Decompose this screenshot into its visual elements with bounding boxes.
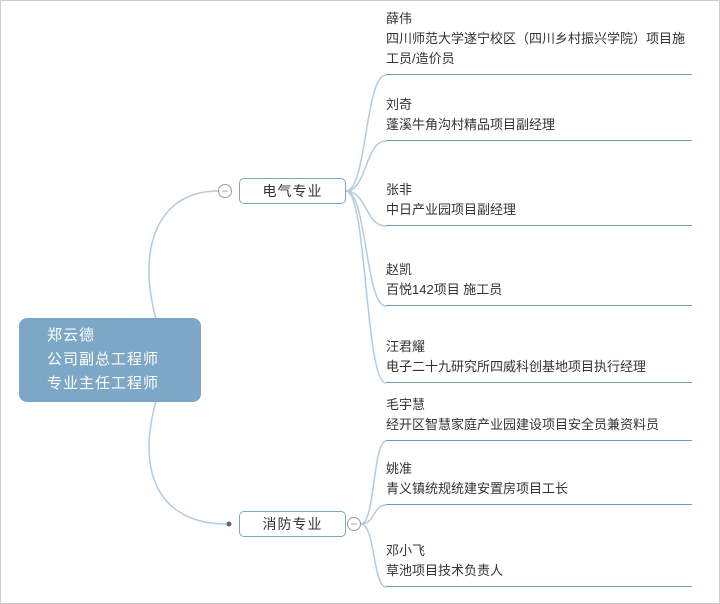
leaf-item[interactable]: 薛伟 四川师范大学遂宁校区（四川乡村振兴学院）项目施工员/造价员 [386, 9, 692, 75]
leaf-name: 赵凯 [386, 262, 413, 277]
leaf-desc: 蓬溪牛角沟村精品项目副经理 [386, 117, 556, 132]
branch-node-fire[interactable]: 消防专业 [239, 511, 346, 537]
leaf-item[interactable]: 张非 中日产业园项目副经理 [386, 180, 692, 226]
edge-electrical-leaf-4 [345, 190, 387, 307]
edge-electrical-leaf-1 [345, 74, 387, 192]
root-line: 郑云德 [47, 327, 96, 344]
root-line: 公司副总工程师 [47, 351, 160, 368]
edge-fire-leaf-2 [360, 504, 387, 525]
leaf-name: 刘奇 [386, 97, 413, 112]
leaf-desc: 百悦142项目 施工员 [386, 282, 503, 297]
leaf-name: 张非 [386, 182, 413, 197]
edge-fire-leaf-3 [360, 523, 387, 588]
leaf-item[interactable]: 姚准 青义镇统规统建安置房项目工长 [386, 459, 692, 505]
leaf-item[interactable]: 赵凯 百悦142项目 施工员 [386, 260, 692, 306]
edge-electrical-leaf-2 [345, 140, 387, 192]
edge-root-fire [148, 400, 228, 525]
leaf-item[interactable]: 邓小飞 草池项目技术负责人 [386, 541, 692, 587]
collapse-icon-electrical[interactable]: − [218, 184, 232, 198]
edge-endpoint-dot [226, 521, 232, 527]
leaf-desc: 四川师范大学遂宁校区（四川乡村振兴学院）项目施工员/造价员 [386, 31, 686, 66]
branch-node-electrical[interactable]: 电气专业 [239, 178, 346, 204]
leaf-desc: 中日产业园项目副经理 [386, 202, 517, 217]
leaf-name: 邓小飞 [386, 543, 426, 558]
leaf-item[interactable]: 汪君耀 电子二十九研究所四威科创基地项目执行经理 [386, 337, 692, 383]
leaf-desc: 经开区智慧家庭产业园建设项目安全员兼资料员 [386, 417, 660, 432]
leaf-name: 薛伟 [386, 11, 413, 26]
edge-root-electrical [148, 190, 219, 320]
edge-electrical-leaf-3 [345, 190, 387, 227]
leaf-name: 毛宇慧 [386, 397, 426, 412]
leaf-item[interactable]: 毛宇慧 经开区智慧家庭产业园建设项目安全员兼资料员 [386, 395, 692, 441]
root-node[interactable]: 郑云德 公司副总工程师 专业主任工程师 [19, 318, 201, 402]
leaf-desc: 草池项目技术负责人 [386, 563, 504, 578]
leaf-name: 汪君耀 [386, 339, 426, 354]
branch-label: 电气专业 [262, 183, 323, 199]
edge-fire-leaf-1 [360, 440, 387, 525]
leaf-desc: 电子二十九研究所四威科创基地项目执行经理 [386, 359, 647, 374]
root-line: 专业主任工程师 [47, 375, 160, 392]
edge-electrical-leaf-5 [345, 190, 387, 384]
leaf-desc: 青义镇统规统建安置房项目工长 [386, 481, 569, 496]
branch-label: 消防专业 [262, 516, 323, 532]
leaf-name: 姚准 [386, 461, 413, 476]
leaf-item[interactable]: 刘奇 蓬溪牛角沟村精品项目副经理 [386, 95, 692, 141]
collapse-icon-fire[interactable]: − [347, 517, 361, 531]
